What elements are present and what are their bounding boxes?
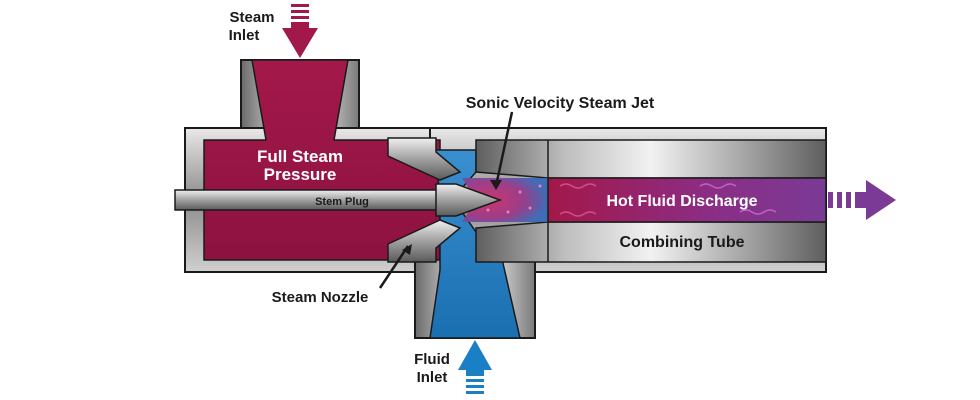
combining-tube: [475, 139, 827, 263]
callout-lines: [378, 111, 514, 289]
fluid-inlet-arrow: [458, 340, 492, 394]
full-steam-label-1: Full Steam: [257, 147, 343, 166]
full-steam-label-2: Pressure: [264, 165, 337, 184]
sonic-jet-zone: [462, 178, 548, 222]
fluid-inlet-label-1: Fluid: [414, 351, 450, 368]
steam-inlet-arrow: [282, 4, 318, 58]
sonic-jet-label: Sonic Velocity Steam Jet: [466, 95, 655, 112]
down-arrow-icon: [282, 28, 318, 58]
stem-plug: [174, 183, 503, 217]
steam-inlet-label-1: Steam: [229, 9, 274, 26]
discharge-arrow: [828, 180, 896, 220]
stem-plug-label: Stem Plug: [315, 196, 369, 208]
steam-nozzle-label: Steam Nozzle: [272, 289, 369, 306]
combining-tube-label: Combining Tube: [619, 234, 744, 251]
hot-fluid-discharge: [547, 177, 827, 223]
steam-inlet-label-2: Inlet: [229, 27, 260, 44]
hot-fluid-label: Hot Fluid Discharge: [606, 193, 757, 210]
up-arrow-icon: [458, 340, 492, 370]
fluid-inlet-label-2: Inlet: [417, 369, 448, 386]
right-arrow-icon: [866, 180, 896, 220]
